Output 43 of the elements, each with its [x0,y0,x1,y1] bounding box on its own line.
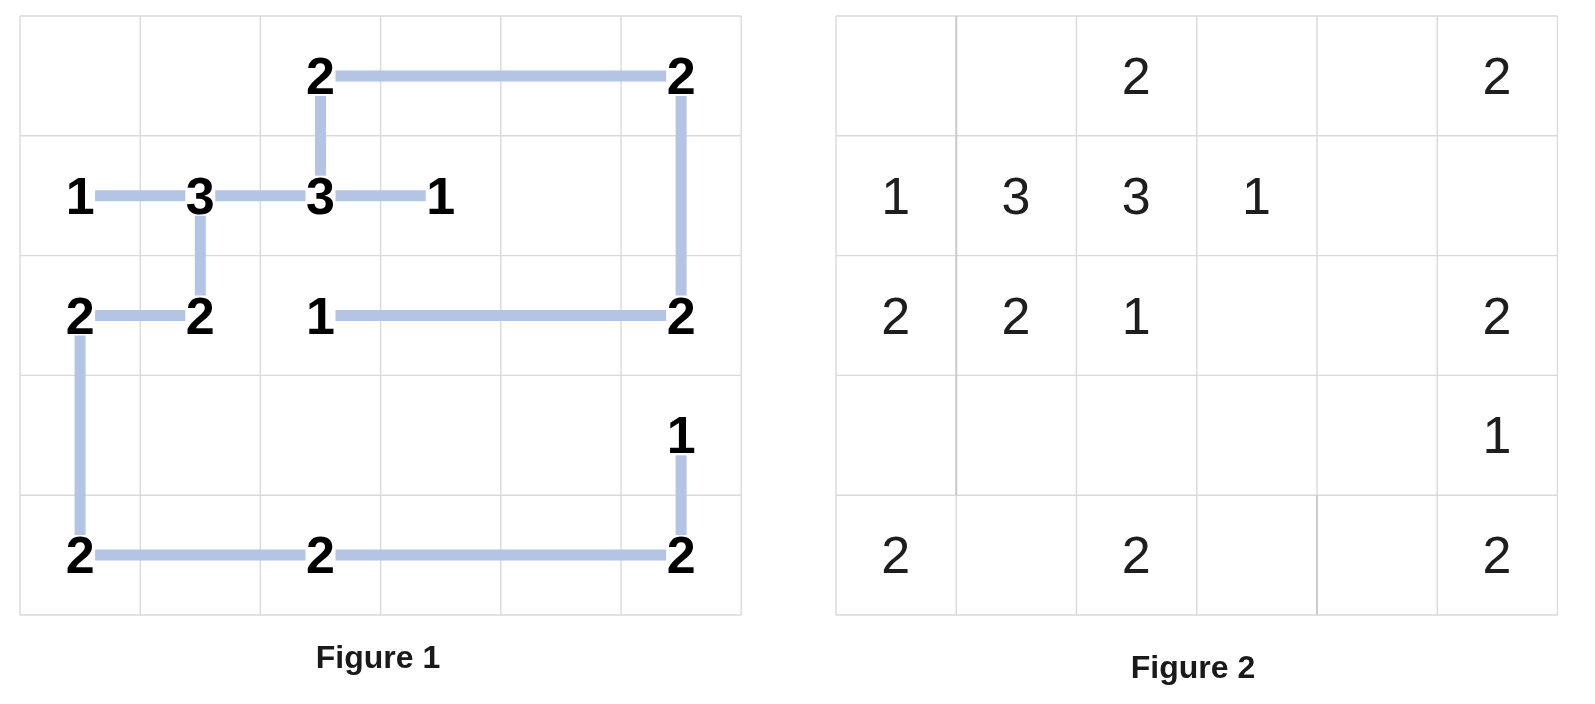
clue-number: 2 [305,535,336,576]
connector-line [95,190,186,202]
connector-line [215,190,306,202]
clue-number: 2 [1121,55,1152,96]
clue-number: 2 [666,295,697,336]
clue-number: 2 [666,535,697,576]
connector-line [194,215,206,296]
connector-line [335,70,667,82]
clue-number: 2 [185,295,216,336]
connector-line [335,190,426,202]
clue-number: 1 [1481,415,1512,456]
connector-line [675,95,687,296]
figure-caption: Figure 2 [1130,649,1256,685]
clue-number: 2 [305,55,336,96]
clue-number: 2 [1000,295,1031,336]
connector-line [315,95,326,176]
clue-number: 1 [425,175,456,216]
clue-number: 2 [65,535,96,576]
connector-line [675,455,687,536]
clue-number: 2 [1481,535,1512,576]
clue-number: 1 [880,175,911,216]
clue-number: 2 [666,55,697,96]
figure-caption: Figure 1 [315,639,441,675]
clue-number: 3 [305,175,336,216]
clue-number: 2 [1121,535,1152,576]
clue-number: 1 [65,175,96,216]
clue-number: 2 [65,295,96,336]
connector-line [74,335,86,536]
clue-number: 2 [1481,295,1512,336]
clue-number: 3 [1000,175,1031,216]
clue-number: 3 [185,175,216,216]
connector-line [95,549,306,561]
clue-number: 1 [305,295,336,336]
clue-number: 1 [666,415,697,456]
clue-number: 2 [880,535,911,576]
clue-number: 1 [1121,295,1152,336]
clue-number: 2 [880,295,911,336]
clue-number: 3 [1121,175,1152,216]
connector-line [95,310,186,321]
clue-number: 2 [1481,55,1512,96]
clue-number: 1 [1241,175,1272,216]
connector-line [335,310,667,321]
connector-line [335,549,667,561]
